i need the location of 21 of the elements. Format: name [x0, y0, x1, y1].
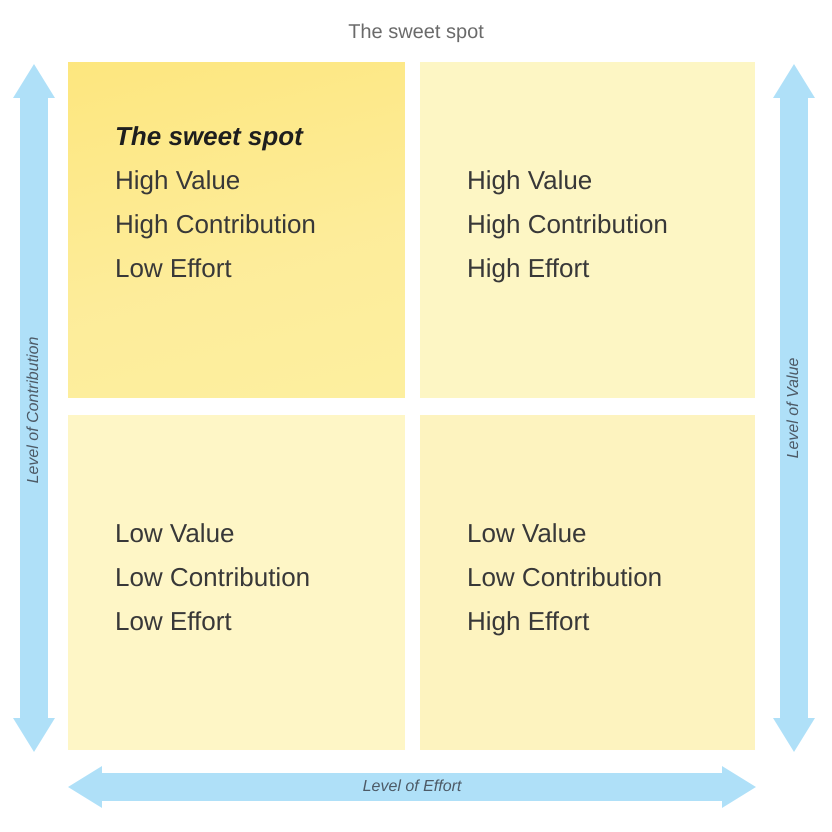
quadrant-text: High Value: [115, 165, 240, 195]
axis-label: Level of Effort: [362, 777, 462, 797]
quadrant-text: High Contribution: [467, 209, 668, 239]
quadrant-box: [420, 415, 755, 750]
quadrant-box: [420, 62, 755, 398]
quadrant-text: Low Value: [467, 518, 586, 548]
quadrant-text: Low Effort: [115, 253, 232, 283]
quadrant-text: Low Contribution: [115, 562, 310, 592]
quadrant-text: Low Contribution: [467, 562, 662, 592]
quadrant-text: High Effort: [467, 253, 590, 283]
quadrant-text: High Effort: [467, 606, 590, 636]
quadrant-heading: The sweet spot: [115, 121, 303, 151]
quadrant-box: [68, 415, 405, 750]
diagram-title: The sweet spot: [348, 20, 484, 44]
quadrant-text: High Value: [467, 165, 592, 195]
quadrant-box: [68, 62, 405, 398]
quadrant-text: High Contribution: [115, 209, 316, 239]
quadrant-text: Low Effort: [115, 606, 232, 636]
quadrant-text: Low Value: [115, 518, 234, 548]
axis-label: Level of Value: [784, 358, 803, 458]
axis-label: Level of Contribution: [24, 336, 43, 484]
